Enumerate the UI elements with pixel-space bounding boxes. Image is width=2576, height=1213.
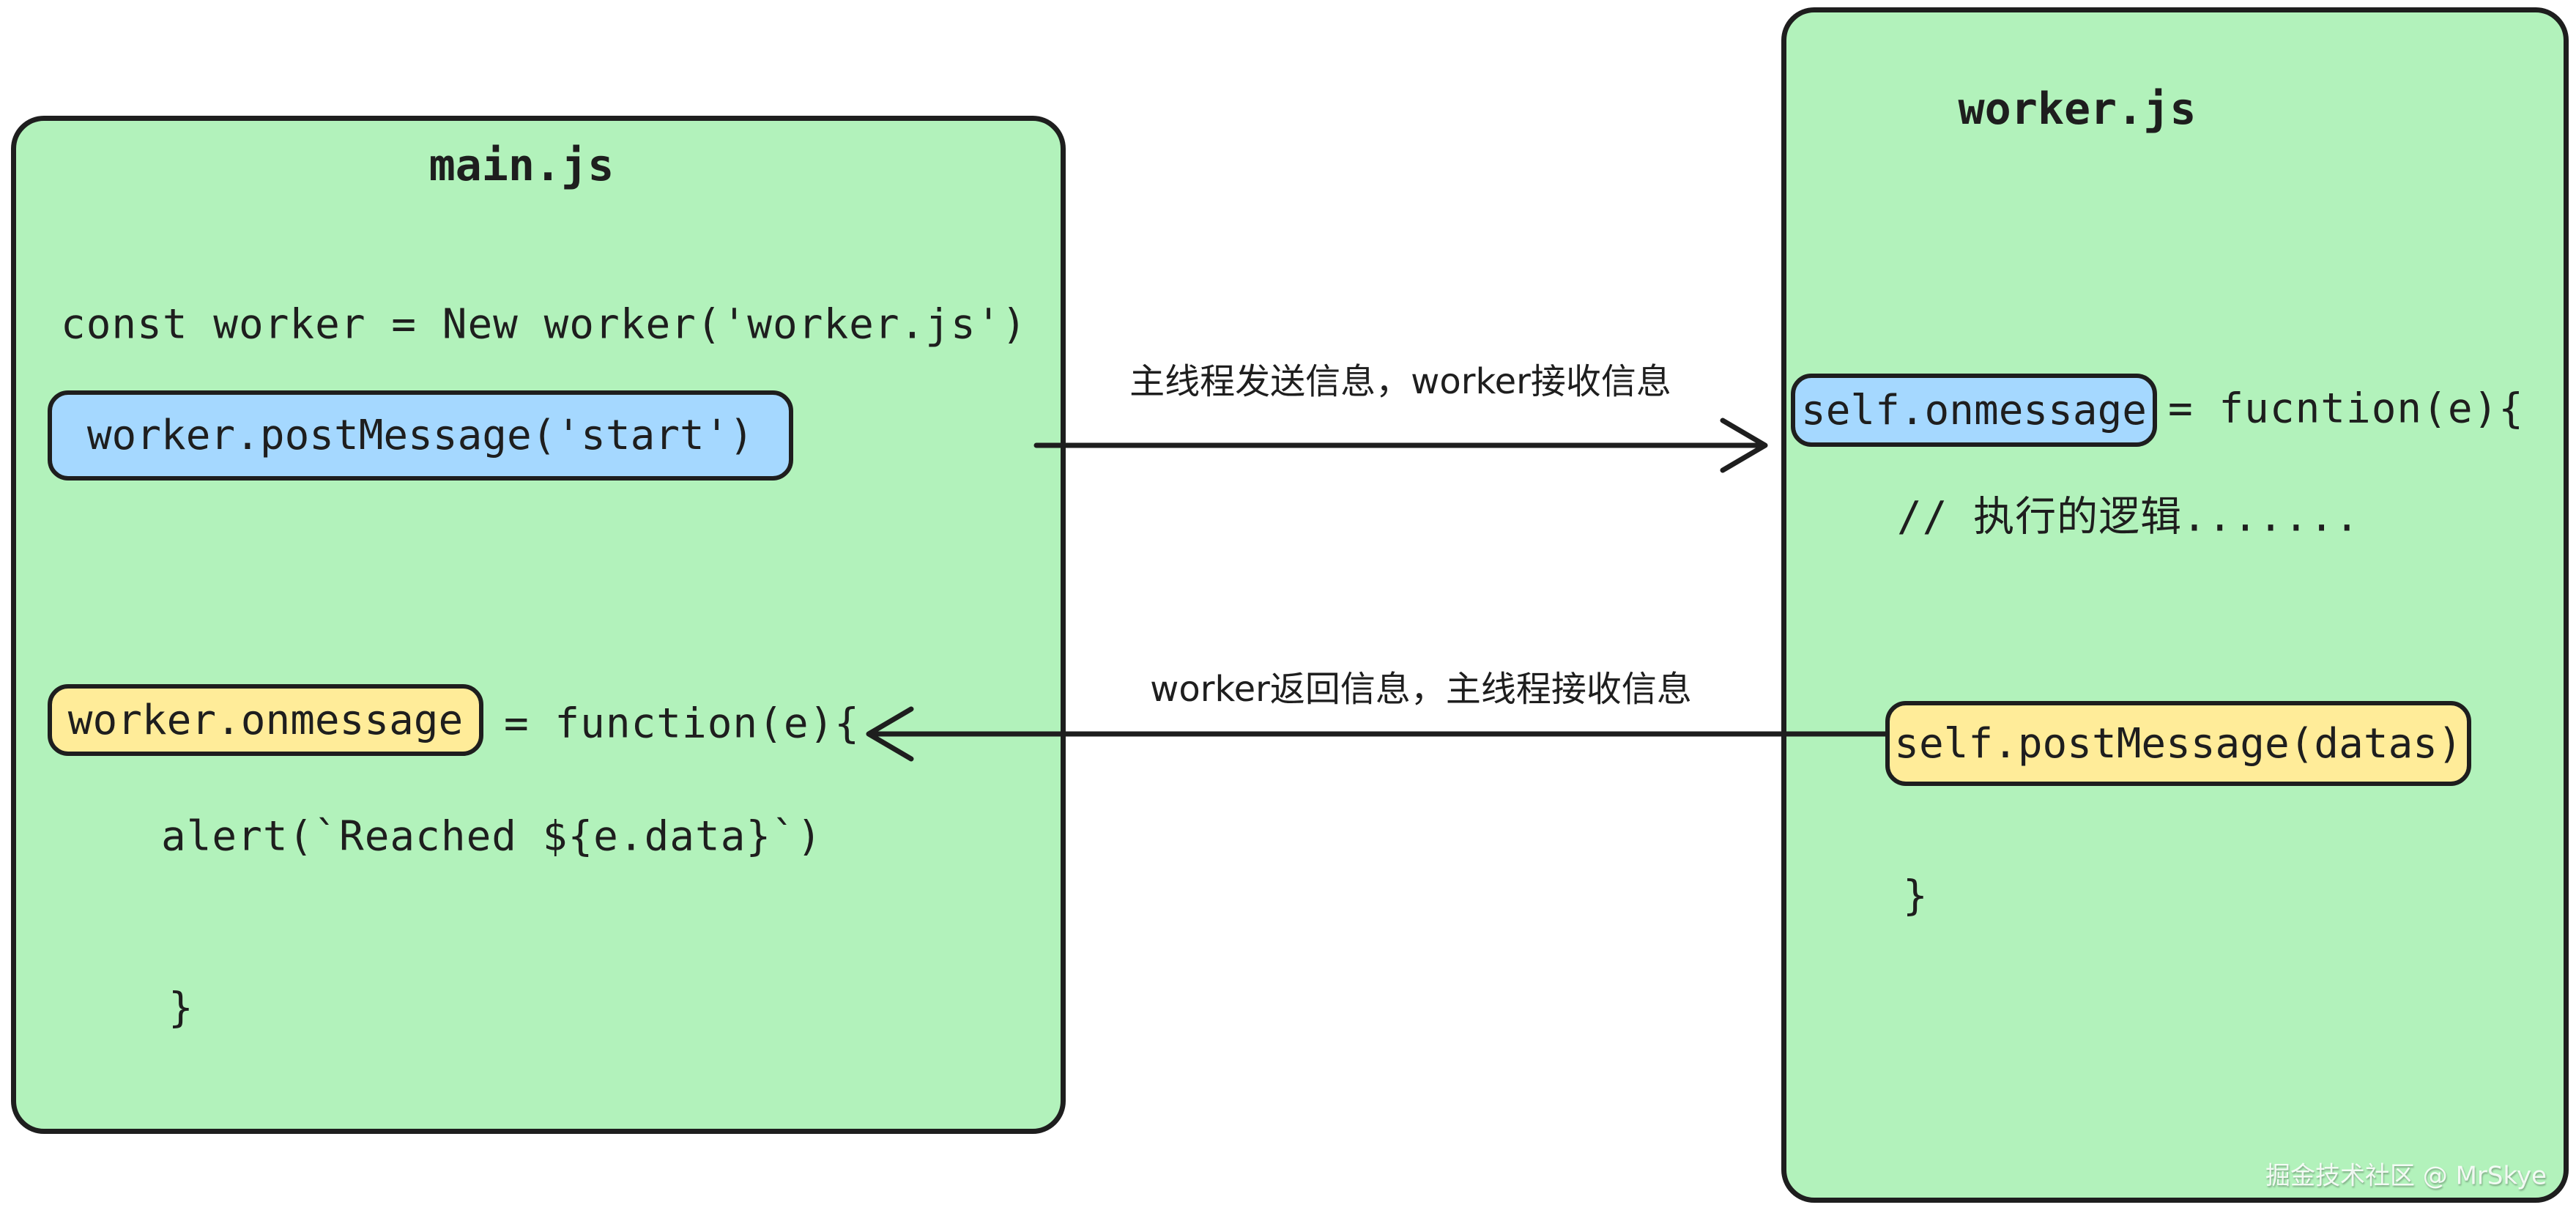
arrow-to-main-label: worker返回信息，主线程接收信息	[1150, 669, 1692, 710]
worker-postmessage-label: worker.postMessage('start')	[86, 412, 754, 459]
self-postmessage-label: self.postMessage(datas)	[1894, 719, 2462, 768]
worker-js-box	[1781, 7, 2569, 1203]
main-js-box-title: main.js	[428, 140, 615, 191]
arrow-to-worker-label: 主线程发送信息，worker接收信息	[1129, 361, 1671, 402]
fucntion-suffix: = fucntion(e){	[2168, 385, 2525, 433]
worker-postmessage-pill: worker.postMessage('start')	[48, 390, 793, 481]
worker-onmessage-pill: worker.onmessage	[48, 684, 483, 756]
comment-line: // 执行的逻辑.......	[1897, 493, 2361, 541]
self-onmessage-label: self.onmessage	[1800, 386, 2147, 434]
const-worker-line: const worker = New worker('worker.js')	[61, 300, 1028, 349]
worker-onmessage-label: worker.onmessage	[67, 696, 464, 744]
self-postmessage-pill: self.postMessage(datas)	[1885, 701, 2471, 786]
self-onmessage-pill: self.onmessage	[1791, 374, 2157, 447]
arrow-to-worker	[1033, 418, 1768, 473]
arrow-to-worker-head	[1720, 418, 1768, 473]
arrow-to-main-head	[866, 706, 914, 762]
function-suffix: = function(e){	[504, 700, 861, 748]
main-closing-brace: }	[168, 984, 194, 1032]
main-js-box	[11, 116, 1066, 1134]
worker-closing-brace: }	[1903, 872, 1929, 920]
worker-js-box-title: worker.js	[1958, 84, 2197, 135]
watermark: 掘金技术社区 @ MrSkye	[2265, 1161, 2547, 1191]
arrow-to-main	[866, 706, 1888, 762]
alert-line: alert(`Reached ${e.data}`)	[161, 812, 823, 861]
